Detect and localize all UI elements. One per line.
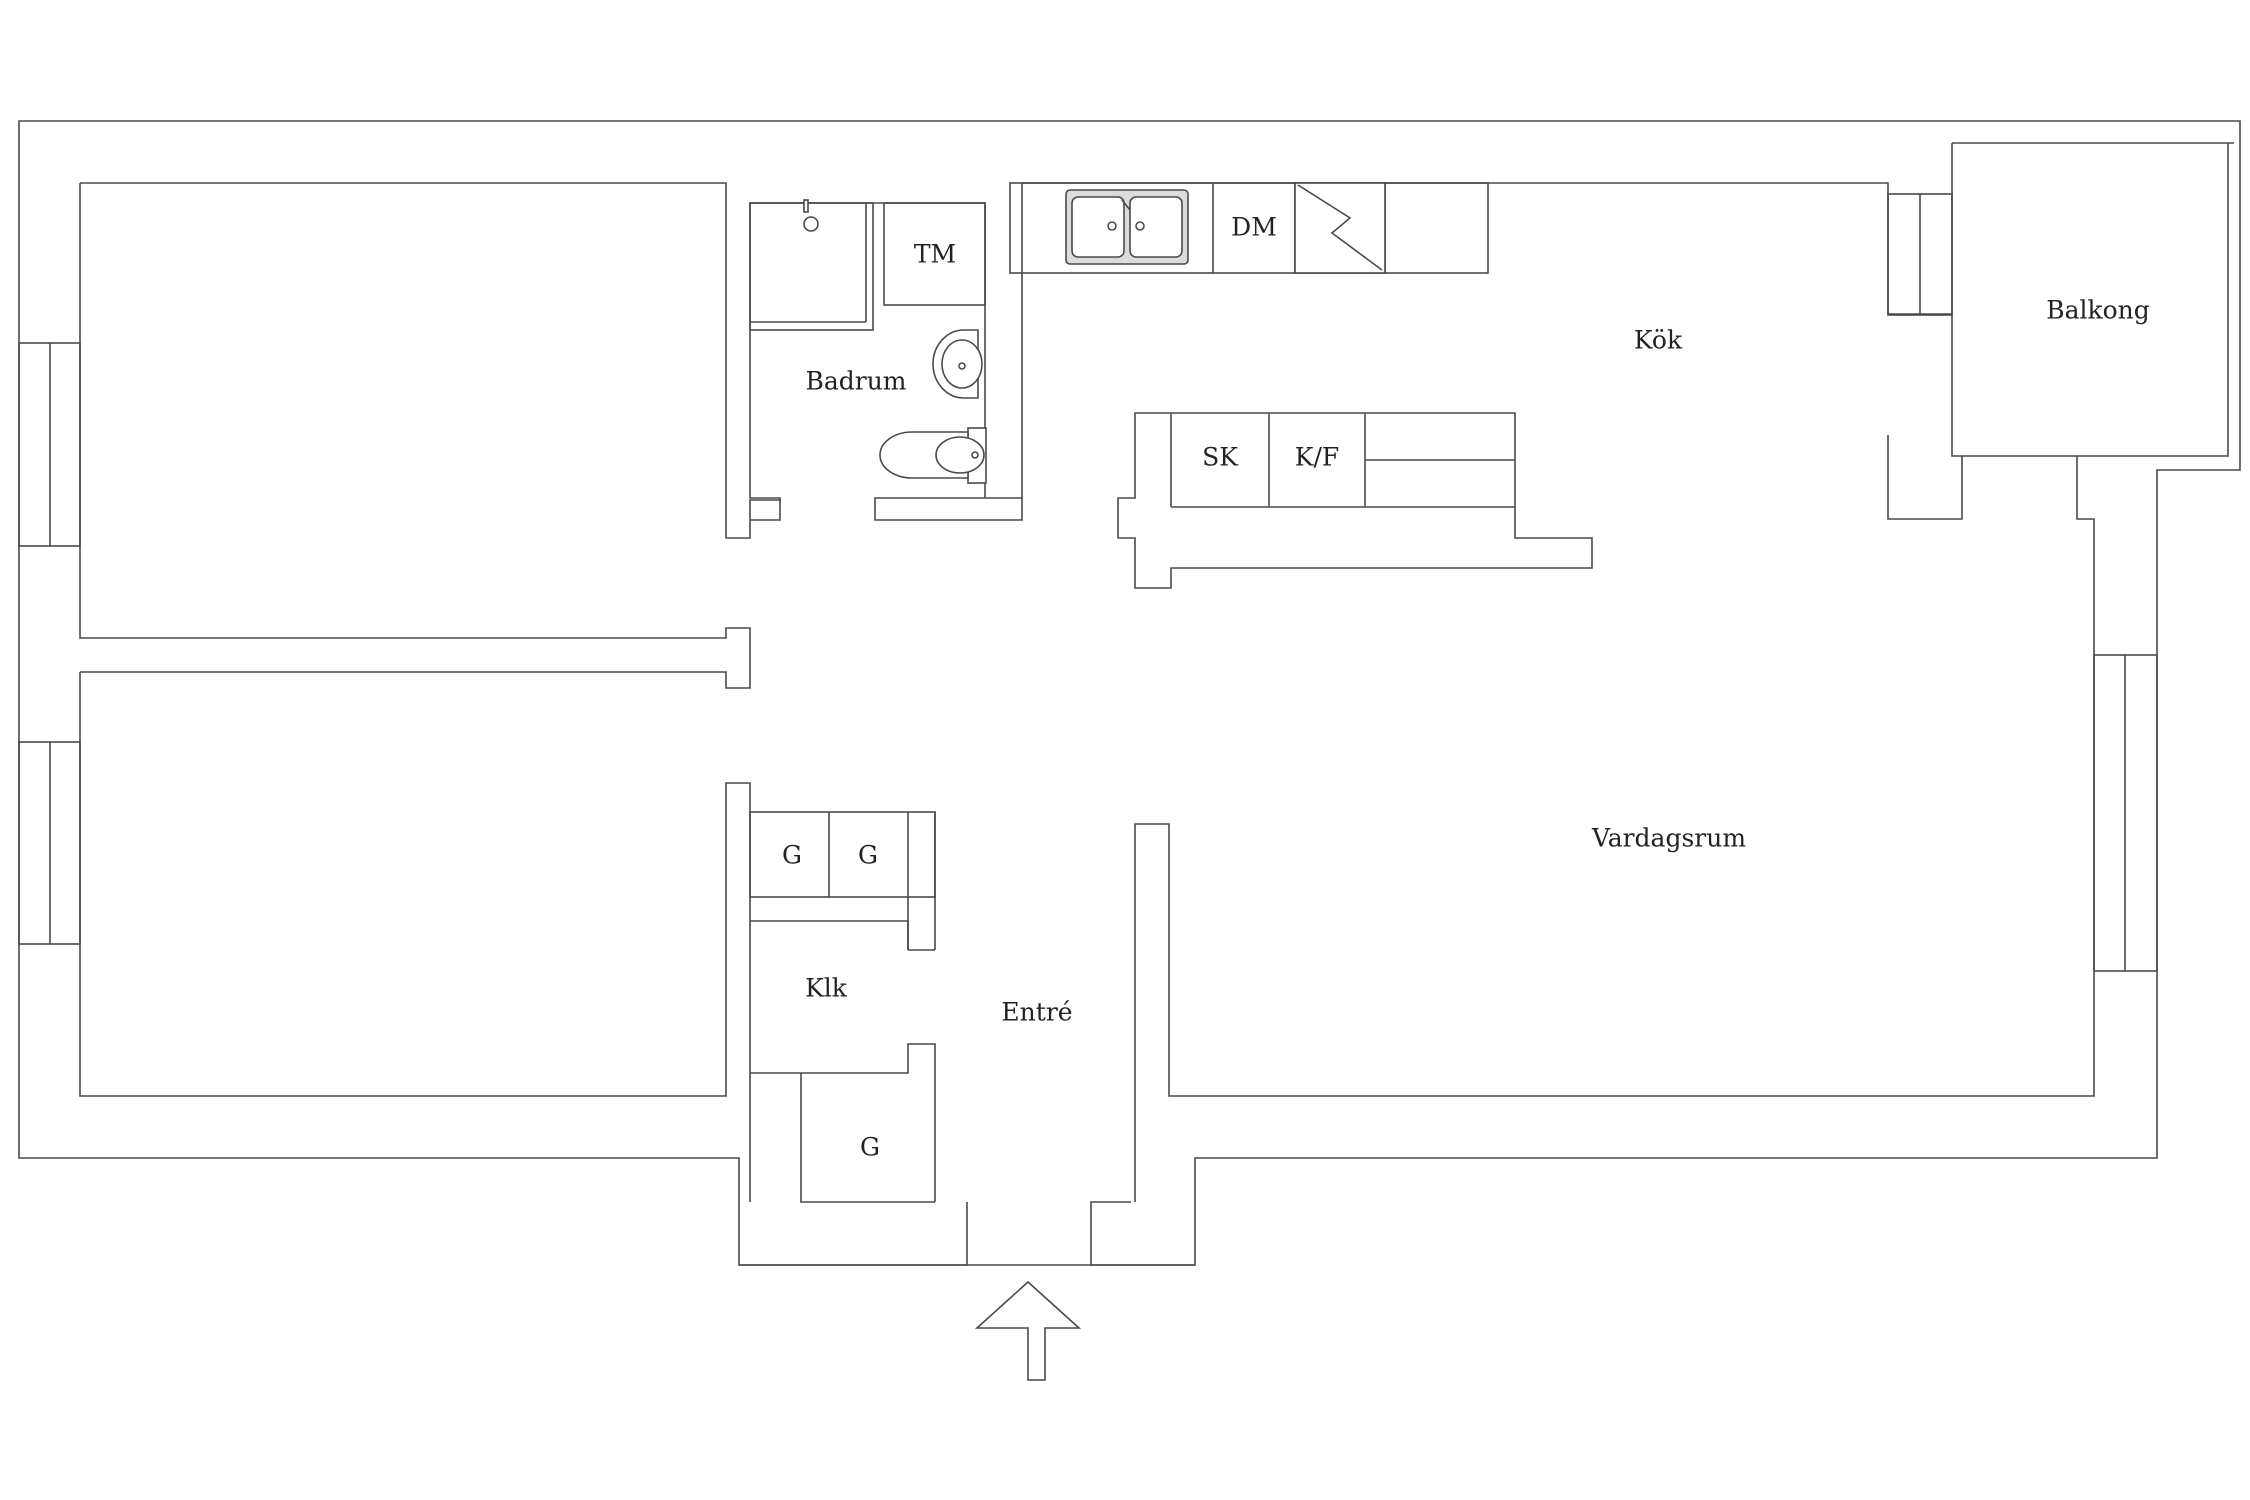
freezer-label: SK: [1202, 443, 1239, 472]
toilet-icon: [879, 427, 987, 484]
window-bedroom-bottom: [18, 741, 81, 945]
wardrobe-bottom: G: [800, 1073, 935, 1203]
kitchen-label: Kök: [1634, 326, 1683, 355]
living-room-label: Vardagsrum: [1591, 824, 1746, 853]
bathroom-label: Badrum: [805, 367, 906, 396]
kitchen: DM Kök SK K/F: [1009, 182, 1963, 589]
window-bedroom-top: [18, 342, 81, 547]
bedroom-bottom: [18, 672, 751, 1097]
exterior-walls: [18, 120, 2241, 1266]
bathroom: TM Badrum: [749, 199, 1023, 521]
wardrobe-2-label: G: [858, 841, 878, 870]
closet-label: Klk: [805, 974, 848, 1003]
stove-icon: [1294, 182, 1386, 274]
hall-label: Entré: [1001, 998, 1072, 1027]
window-living: [2093, 654, 2158, 972]
entrance-hall: G G Klk G Entré: [749, 805, 1073, 1203]
washbasin-icon: [932, 329, 983, 399]
arrow-up-icon: [974, 1280, 1082, 1381]
living-room: Vardagsrum: [1134, 456, 2158, 1202]
shower-icon: [803, 199, 819, 232]
wardrobe-1-label: G: [782, 841, 802, 870]
washer-box: TM: [883, 202, 986, 306]
bedroom-top: [18, 182, 781, 689]
washer-label: TM: [914, 240, 956, 269]
kitchen-island: SK K/F: [1117, 412, 1593, 589]
balcony-label: Balkong: [2046, 296, 2150, 325]
balcony-door: [1887, 193, 1953, 316]
balcony: Balkong: [1887, 143, 2229, 457]
wardrobe-3-label: G: [860, 1133, 880, 1162]
fridge-freezer-label: K/F: [1295, 443, 1339, 472]
double-sink-icon: [1065, 189, 1189, 265]
wardrobe-top: G G: [749, 811, 936, 951]
closet: Klk: [750, 920, 936, 1202]
dishwasher-label: DM: [1231, 213, 1277, 242]
shower-area: [749, 199, 874, 331]
